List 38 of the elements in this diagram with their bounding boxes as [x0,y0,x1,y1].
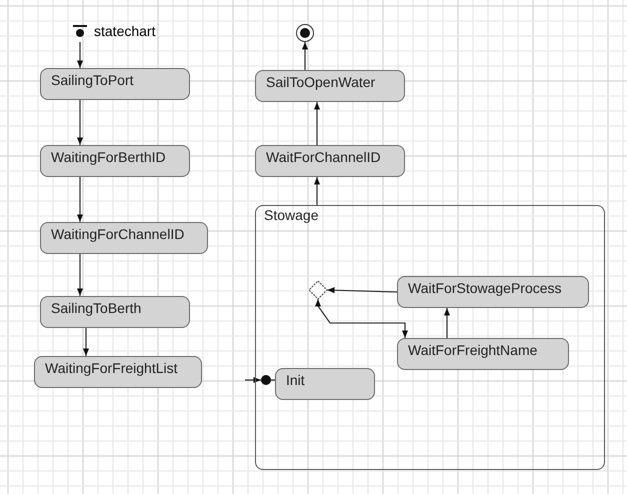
state-name: SailingToBerth [51,300,142,316]
state-box [40,68,190,100]
state-name: SailToOpenWater [266,74,376,90]
state-box [397,276,589,308]
transition-arrow [302,42,308,70]
transition-arrow [76,42,84,68]
state-name: WaitingForBerthID [51,149,166,165]
state-box [275,368,375,400]
state-box [40,222,208,254]
transition-arrow [245,376,261,384]
transition-arrow [326,287,398,294]
final-state-circle [296,24,314,42]
state-box [40,145,190,177]
state-name: Init [286,372,305,388]
state-box [255,70,405,102]
transition-arrow [76,177,84,222]
state-box [40,296,190,328]
transition-arrow [444,308,450,338]
initial-state-dot [261,375,271,385]
transition-arrow [314,299,408,338]
state-name: Stowage [264,207,318,223]
branch-diamond [309,281,327,299]
state-box [397,338,569,370]
state-name: WaitForChannelID [266,149,381,165]
state-name: WaitingForChannelID [51,226,184,242]
state-box [255,145,405,177]
state-name: WaitForFreightName [408,342,538,358]
state-box [34,356,202,388]
composite-state-box [255,205,605,470]
statechart-name: statechart [94,23,156,39]
state-name: WaitingForFreightList [45,360,178,376]
transition-arrow [82,328,90,356]
transition-arrow [314,102,320,145]
transition-arrow [314,177,320,205]
state-name: WaitForStowageProcess [408,280,562,296]
state-name: SailingToPort [51,72,134,88]
transition-arrow [76,254,84,296]
transition-arrow [76,100,84,145]
